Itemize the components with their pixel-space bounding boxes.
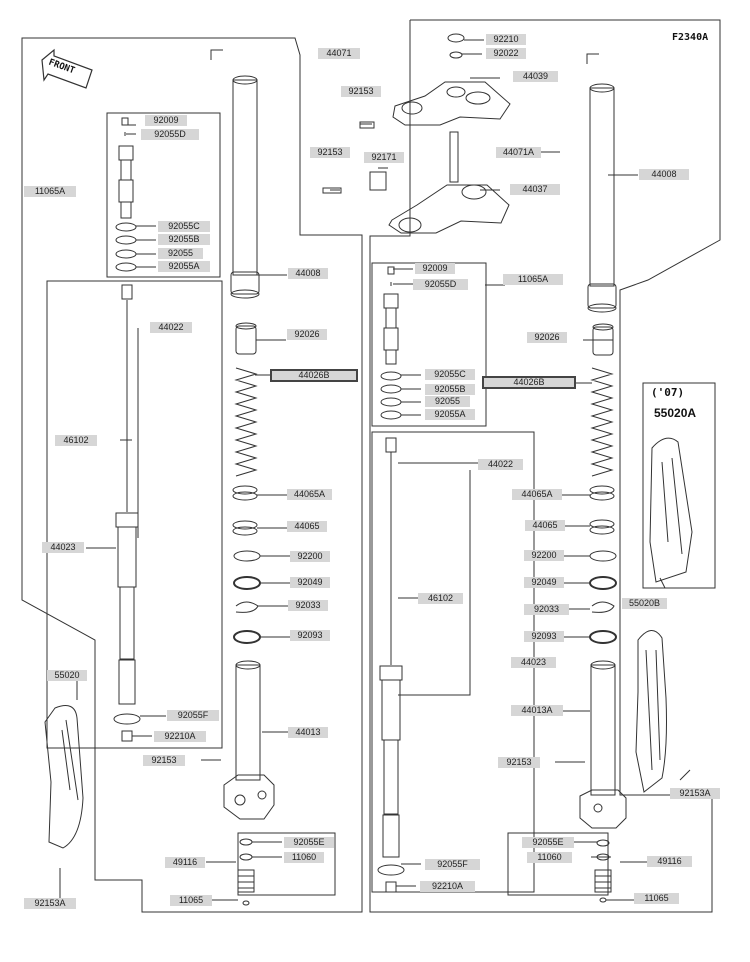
left-spring-box xyxy=(237,832,336,896)
callout-55020: 55020 xyxy=(47,670,87,681)
callout-44013a: 44013A xyxy=(511,705,563,716)
callout-92055d: 92055D xyxy=(141,129,199,140)
callout-92153-top: 92153 xyxy=(341,86,381,97)
callout-92055c: 92055C xyxy=(158,221,210,232)
right-assembly-outline xyxy=(369,19,721,913)
callout-r92093: 92093 xyxy=(524,631,564,642)
callout-r11065: 11065 xyxy=(634,893,679,904)
callout-r92153: 92153 xyxy=(498,757,540,768)
callout-46102: 46102 xyxy=(55,435,97,446)
callout-92022: 92022 xyxy=(486,48,526,59)
callout-11065: 11065 xyxy=(170,895,212,906)
callout-44071: 44071 xyxy=(318,48,360,59)
callout-92049: 92049 xyxy=(290,577,330,588)
callout-44065a: 44065A xyxy=(287,489,332,500)
callout-44022: 44022 xyxy=(150,322,192,333)
callout-r11060: 11060 xyxy=(527,852,572,863)
callout-44037: 44037 xyxy=(510,184,560,195)
callout-r92055f: 92055F xyxy=(425,859,480,870)
left-cartridge-box xyxy=(106,112,221,278)
callout-92055f: 92055F xyxy=(167,710,219,721)
callout-r92009: 92009 xyxy=(415,263,455,274)
callout-r44008: 44008 xyxy=(639,169,689,180)
callout-44039: 44039 xyxy=(513,71,558,82)
callout-92033: 92033 xyxy=(288,600,328,611)
callout-92200: 92200 xyxy=(290,551,330,562)
callout-r92033: 92033 xyxy=(524,604,569,615)
callout-r11065a: 11065A xyxy=(503,274,563,285)
callout-r44026b: 44026B xyxy=(482,376,576,389)
callout-r46102: 46102 xyxy=(418,593,463,604)
callout-r44065: 44065 xyxy=(525,520,565,531)
callout-r44023: 44023 xyxy=(511,657,556,668)
callout-44008: 44008 xyxy=(288,268,328,279)
callout-92171: 92171 xyxy=(364,152,404,163)
callout-r92055d: 92055D xyxy=(413,279,468,290)
callout-92055e: 92055E xyxy=(284,837,334,848)
callout-92055b: 92055B xyxy=(158,234,210,245)
right-spring-box xyxy=(507,832,609,896)
callout-92055: 92055 xyxy=(158,248,203,259)
callout-92093: 92093 xyxy=(290,630,330,641)
callout-55020b: 55020B xyxy=(622,598,667,609)
callout-92153-mid: 92153 xyxy=(310,147,350,158)
callout-r92055c: 92055C xyxy=(425,369,475,380)
left-assembly-outline xyxy=(21,37,363,913)
callout-r44022: 44022 xyxy=(478,459,523,470)
callout-44013: 44013 xyxy=(288,727,328,738)
callout-r92049: 92049 xyxy=(524,577,564,588)
guard-2007-box xyxy=(642,382,716,589)
callout-r92026: 92026 xyxy=(527,332,567,343)
callout-44023: 44023 xyxy=(42,542,84,553)
callout-92009: 92009 xyxy=(145,115,187,126)
callout-11065a: 11065A xyxy=(24,186,76,197)
callout-55020a: 55020A xyxy=(654,406,697,420)
callout-92153: 92153 xyxy=(143,755,185,766)
callout-44026b: 44026B xyxy=(270,369,358,382)
callout-92026: 92026 xyxy=(287,329,327,340)
callout-r92200: 92200 xyxy=(524,550,564,561)
callout-92210: 92210 xyxy=(486,34,526,45)
callout-r92210a: 92210A xyxy=(420,881,475,892)
callout-r49116: 49116 xyxy=(647,856,692,867)
callout-r92055a: 92055A xyxy=(425,409,475,420)
callout-49116: 49116 xyxy=(165,857,205,868)
callout-92055a: 92055A xyxy=(158,261,210,272)
callout-r92055b: 92055B xyxy=(425,384,475,395)
callout-r44065a: 44065A xyxy=(512,489,562,500)
callout-92153a: 92153A xyxy=(24,898,76,909)
callout-r92055: 92055 xyxy=(425,396,470,407)
diagram-code: F2340A xyxy=(672,32,709,43)
left-damper-box xyxy=(46,280,223,749)
callout-r92055e: 92055E xyxy=(522,837,574,848)
callout-44065: 44065 xyxy=(287,521,327,532)
callout-44071a: 44071A xyxy=(496,147,541,158)
callout-92210a: 92210A xyxy=(154,731,206,742)
right-damper-box xyxy=(371,431,535,893)
year-note: ('07) xyxy=(651,386,685,399)
callout-11060: 11060 xyxy=(284,852,324,863)
callout-r92153a: 92153A xyxy=(670,788,720,799)
